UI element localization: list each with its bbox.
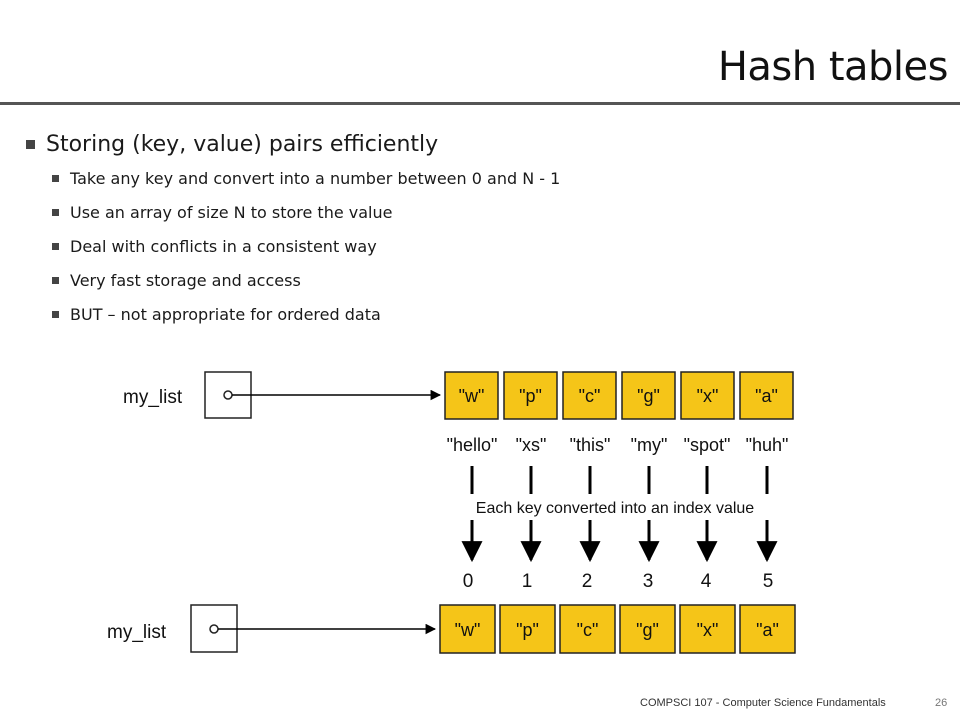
index-label: 5 [763, 571, 774, 592]
title-divider [0, 102, 960, 105]
sub-bullet-item: Deal with conflicts in a consistent way [26, 230, 926, 264]
sub-bullet-item: Take any key and convert into a number b… [26, 162, 926, 196]
array-cell-value: "a" [756, 620, 779, 640]
footer-course: COMPSCI 107 - Computer Science Fundament… [640, 697, 886, 709]
bullet-text: Storing (key, value) pairs efficiently [46, 132, 439, 157]
array-cell [680, 371, 735, 420]
array-cell [562, 371, 617, 420]
sub-bullet-text: Use an array of size N to store the valu… [70, 203, 393, 222]
array-cell-value: "a" [755, 386, 778, 406]
array-cell-value: "c" [579, 386, 601, 406]
diagram-caption: Each key converted into an index value [476, 500, 755, 517]
array-cell-value: "g" [637, 386, 660, 406]
square-bullet-icon [52, 209, 59, 216]
sub-bullet-text: Take any key and convert into a number b… [70, 169, 561, 188]
array-cell [444, 371, 499, 420]
sub-bullet-item: Use an array of size N to store the valu… [26, 196, 926, 230]
hash-key-label: "huh" [746, 435, 789, 455]
array-cell [621, 371, 676, 420]
variable-label: my_list [123, 387, 183, 408]
hash-key-label: "hello" [447, 435, 498, 455]
array-cell-value: "p" [516, 620, 539, 640]
array-cell-value: "p" [519, 386, 542, 406]
array-cell-value: "w" [459, 386, 485, 406]
hash-key-label: "spot" [684, 435, 731, 455]
caption-background [424, 494, 806, 520]
sub-bullet-item: Very fast storage and access [26, 264, 926, 298]
index-label: 0 [463, 571, 474, 592]
array-cell-value: "x" [697, 386, 719, 406]
bottom-array-diagram: my_list "w" "p" "c" "g" "x" "a" [107, 604, 796, 654]
index-label: 3 [643, 571, 654, 592]
key-mapping-diagram: "hello" "xs" "this" "my" "spot" "huh" Each key… [424, 435, 806, 592]
array-cell [679, 604, 736, 654]
index-label: 4 [701, 571, 712, 592]
page-number: 26 [935, 697, 948, 709]
array-cell [503, 371, 558, 420]
square-bullet-icon [52, 277, 59, 284]
array-cell [619, 604, 676, 654]
variable-label: my_list [107, 622, 167, 643]
square-bullet-icon [52, 311, 59, 318]
array-cell-value: "x" [697, 620, 719, 640]
square-bullet-icon [52, 175, 59, 182]
array-cell [739, 604, 796, 654]
sub-bullet-item: BUT – not appropriate for ordered data [26, 298, 926, 332]
square-bullet-icon [52, 243, 59, 250]
array-cell-value: "w" [455, 620, 481, 640]
array-cell-value: "c" [577, 620, 599, 640]
hash-key-label: "xs" [516, 435, 547, 455]
index-label: 2 [582, 571, 593, 592]
array-cell [439, 604, 496, 654]
array-cell-value: "g" [636, 620, 659, 640]
square-bullet-icon [26, 140, 35, 149]
bullet-item: Storing (key, value) pairs efficiently [26, 128, 926, 162]
index-label: 1 [522, 571, 533, 592]
sub-bullet-text: Deal with conflicts in a consistent way [70, 237, 377, 256]
pointer-dot-icon [209, 624, 219, 634]
top-array-diagram: my_list "w" "p" "c" "g" "x" "a" [123, 371, 794, 420]
bullet-list: Storing (key, value) pairs efficiently T… [26, 128, 926, 332]
slide-title: Hash tables [717, 44, 949, 90]
sub-bullet-text: BUT – not appropriate for ordered data [70, 305, 381, 324]
hash-key-label: "my" [631, 435, 668, 455]
array-cell [499, 604, 556, 654]
hash-key-label: "this" [570, 435, 611, 455]
sub-bullet-text: Very fast storage and access [70, 271, 301, 290]
pointer-dot-icon [223, 390, 233, 400]
array-cell [739, 371, 794, 420]
array-cell [559, 604, 616, 654]
